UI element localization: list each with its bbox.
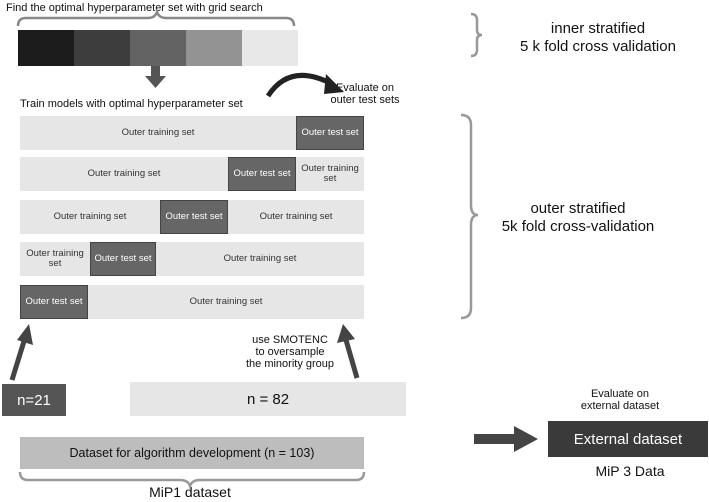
inner-cv-label: inner stratified 5 k fold cross validati… bbox=[488, 20, 708, 56]
evaluate-outer-line1: Evaluate on bbox=[335, 82, 395, 94]
inner-cv-line2: 5 k fold cross validation bbox=[520, 38, 676, 55]
mip3-label: MiP 3 Data bbox=[595, 463, 665, 479]
fold-3-training-set: Outer training set bbox=[228, 200, 364, 234]
evaluate-external-line1: Evaluate on bbox=[590, 388, 650, 400]
grid-cell-1 bbox=[18, 30, 74, 66]
dataset-dev-box: Dataset for algorithm development (n = 1… bbox=[20, 437, 364, 469]
grid-top-brace bbox=[16, 8, 296, 27]
fold-4-training-set: Outer training set bbox=[20, 242, 90, 276]
down-arrow-icon bbox=[145, 66, 166, 88]
inner-cv-brace bbox=[470, 12, 483, 58]
outer-cv-label: outer stratified 5k fold cross-validatio… bbox=[478, 200, 678, 236]
mip1-label: MiP1 dataset bbox=[149, 484, 231, 500]
fold-2-test-set: Outer test set bbox=[228, 157, 296, 191]
up-arrow-majority-icon bbox=[337, 324, 360, 379]
fold-2-training-set: Outer training set bbox=[20, 157, 228, 191]
majority-count: n = 82 bbox=[246, 390, 290, 408]
train-models-title: Train models with optimal hyperparameter… bbox=[20, 98, 243, 110]
outer-cv-line2: 5k fold cross-validation bbox=[501, 218, 655, 235]
mip1-brace bbox=[18, 471, 366, 490]
fold-2-training-set: Outer training set bbox=[296, 157, 364, 191]
grid-cell-4 bbox=[186, 30, 242, 66]
evaluate-outer-label: Evaluate on outer test sets bbox=[310, 82, 420, 106]
fold-4-training-set: Outer training set bbox=[156, 242, 364, 276]
external-dataset-box: External dataset bbox=[548, 421, 708, 457]
smote-line3: the minority group bbox=[245, 358, 335, 370]
inner-cv-line1: inner stratified bbox=[550, 20, 646, 37]
up-arrow-minority-icon bbox=[9, 324, 33, 381]
dataset-dev-label: Dataset for algorithm development (n = 1… bbox=[69, 446, 315, 460]
smote-line1: use SMOTENC bbox=[252, 334, 328, 346]
minority-box: n=21 bbox=[2, 384, 66, 416]
grid-cell-5 bbox=[242, 30, 298, 66]
evaluate-outer-line2: outer test sets bbox=[330, 94, 400, 106]
outer-cv-brace bbox=[460, 113, 479, 320]
right-arrow-icon bbox=[474, 426, 538, 452]
curved-arrow-icon bbox=[265, 73, 344, 98]
fold-3-test-set: Outer test set bbox=[160, 200, 228, 234]
majority-box: n = 82 bbox=[130, 382, 406, 416]
smote-line2: to oversample bbox=[255, 346, 325, 358]
fold-5-test-set: Outer test set bbox=[20, 285, 88, 319]
grid-search-title: Find the optimal hyperparameter set with… bbox=[6, 2, 263, 14]
external-dataset-label: External dataset bbox=[573, 430, 683, 448]
evaluate-external-line2: external dataset bbox=[580, 400, 660, 412]
grid-cell-2 bbox=[74, 30, 130, 66]
fold-3-training-set: Outer training set bbox=[20, 200, 160, 234]
fold-1-test-set: Outer test set bbox=[296, 116, 364, 150]
fold-1-training-set: Outer training set bbox=[20, 116, 296, 150]
fold-5-training-set: Outer training set bbox=[88, 285, 364, 319]
smote-label: use SMOTENC to oversample the minority g… bbox=[240, 334, 340, 370]
minority-count: n=21 bbox=[17, 391, 51, 409]
evaluate-external-label: Evaluate on external dataset bbox=[560, 388, 680, 412]
fold-4-test-set: Outer test set bbox=[90, 242, 156, 276]
grid-cell-3 bbox=[130, 30, 186, 66]
outer-cv-line1: outer stratified bbox=[530, 200, 626, 217]
